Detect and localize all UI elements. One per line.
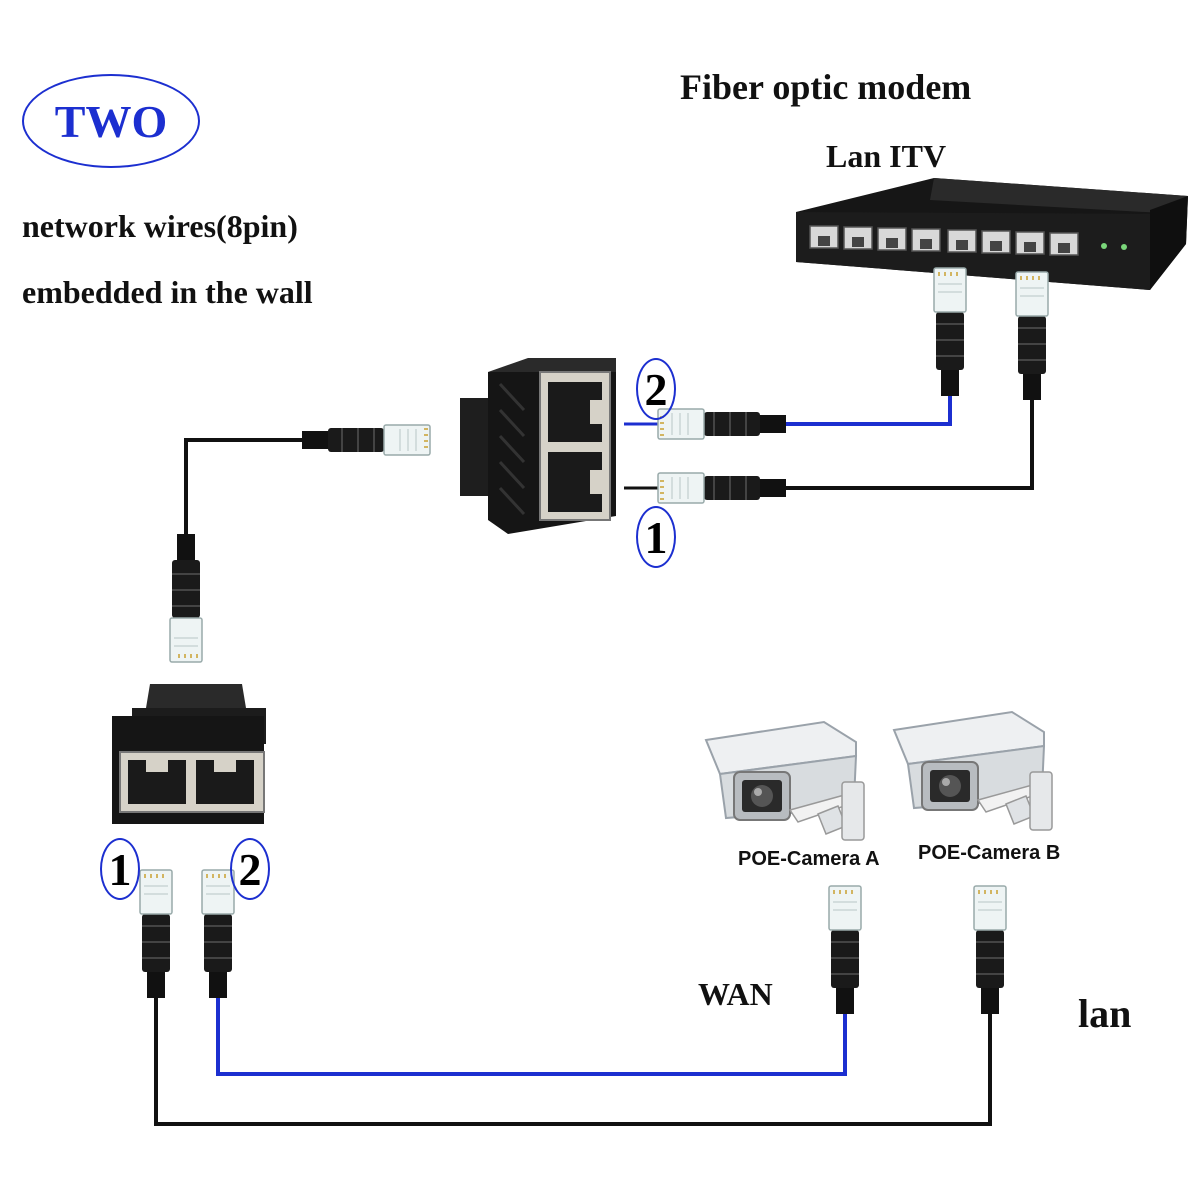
rj45-plug-icon xyxy=(139,869,173,999)
two-badge: TWO xyxy=(22,74,200,168)
lan-label: lan xyxy=(1078,991,1132,1036)
modem-title: Fiber optic modem xyxy=(680,67,972,107)
rj45-plug-icon xyxy=(169,533,203,663)
security-camera-icon xyxy=(893,711,1053,831)
rj45-plug-icon xyxy=(657,408,787,440)
security-camera-icon xyxy=(705,721,865,841)
camera-a-label: POE-Camera A xyxy=(738,848,880,870)
two-badge-text: TWO xyxy=(54,95,168,147)
rj45-plug-icon xyxy=(657,472,787,504)
intro-line-1: network wires(8pin) xyxy=(22,208,298,244)
rj45-plug-icon xyxy=(973,885,1007,1015)
rj45-plug-icon xyxy=(1015,271,1049,401)
rj45-splitter-icon xyxy=(460,358,616,534)
port-2-marker: 2 xyxy=(636,358,676,420)
rj45-plug-icon xyxy=(933,267,967,397)
lan-cable xyxy=(154,998,992,1126)
rj45-plug-icon xyxy=(301,424,431,456)
rj45-plug-icon xyxy=(828,885,862,1015)
intro-line-2: embedded in the wall xyxy=(22,274,313,310)
network-switch-icon xyxy=(796,178,1188,290)
rj45-splitter-icon xyxy=(112,684,266,824)
switch-to-port2-cable xyxy=(786,396,952,426)
wan-cable xyxy=(216,998,847,1076)
port-1-marker: 1 xyxy=(100,838,140,900)
camera-b-label: POE-Camera B xyxy=(918,842,1061,864)
wall-cable xyxy=(184,438,322,556)
port-1-marker: 1 xyxy=(636,506,676,568)
rj45-plug-icon xyxy=(201,869,235,999)
port-2-marker: 2 xyxy=(230,838,270,900)
switch-to-port1-cable xyxy=(786,400,1034,490)
modem-subtitle: Lan ITV xyxy=(826,138,947,174)
wan-label: WAN xyxy=(698,976,773,1012)
